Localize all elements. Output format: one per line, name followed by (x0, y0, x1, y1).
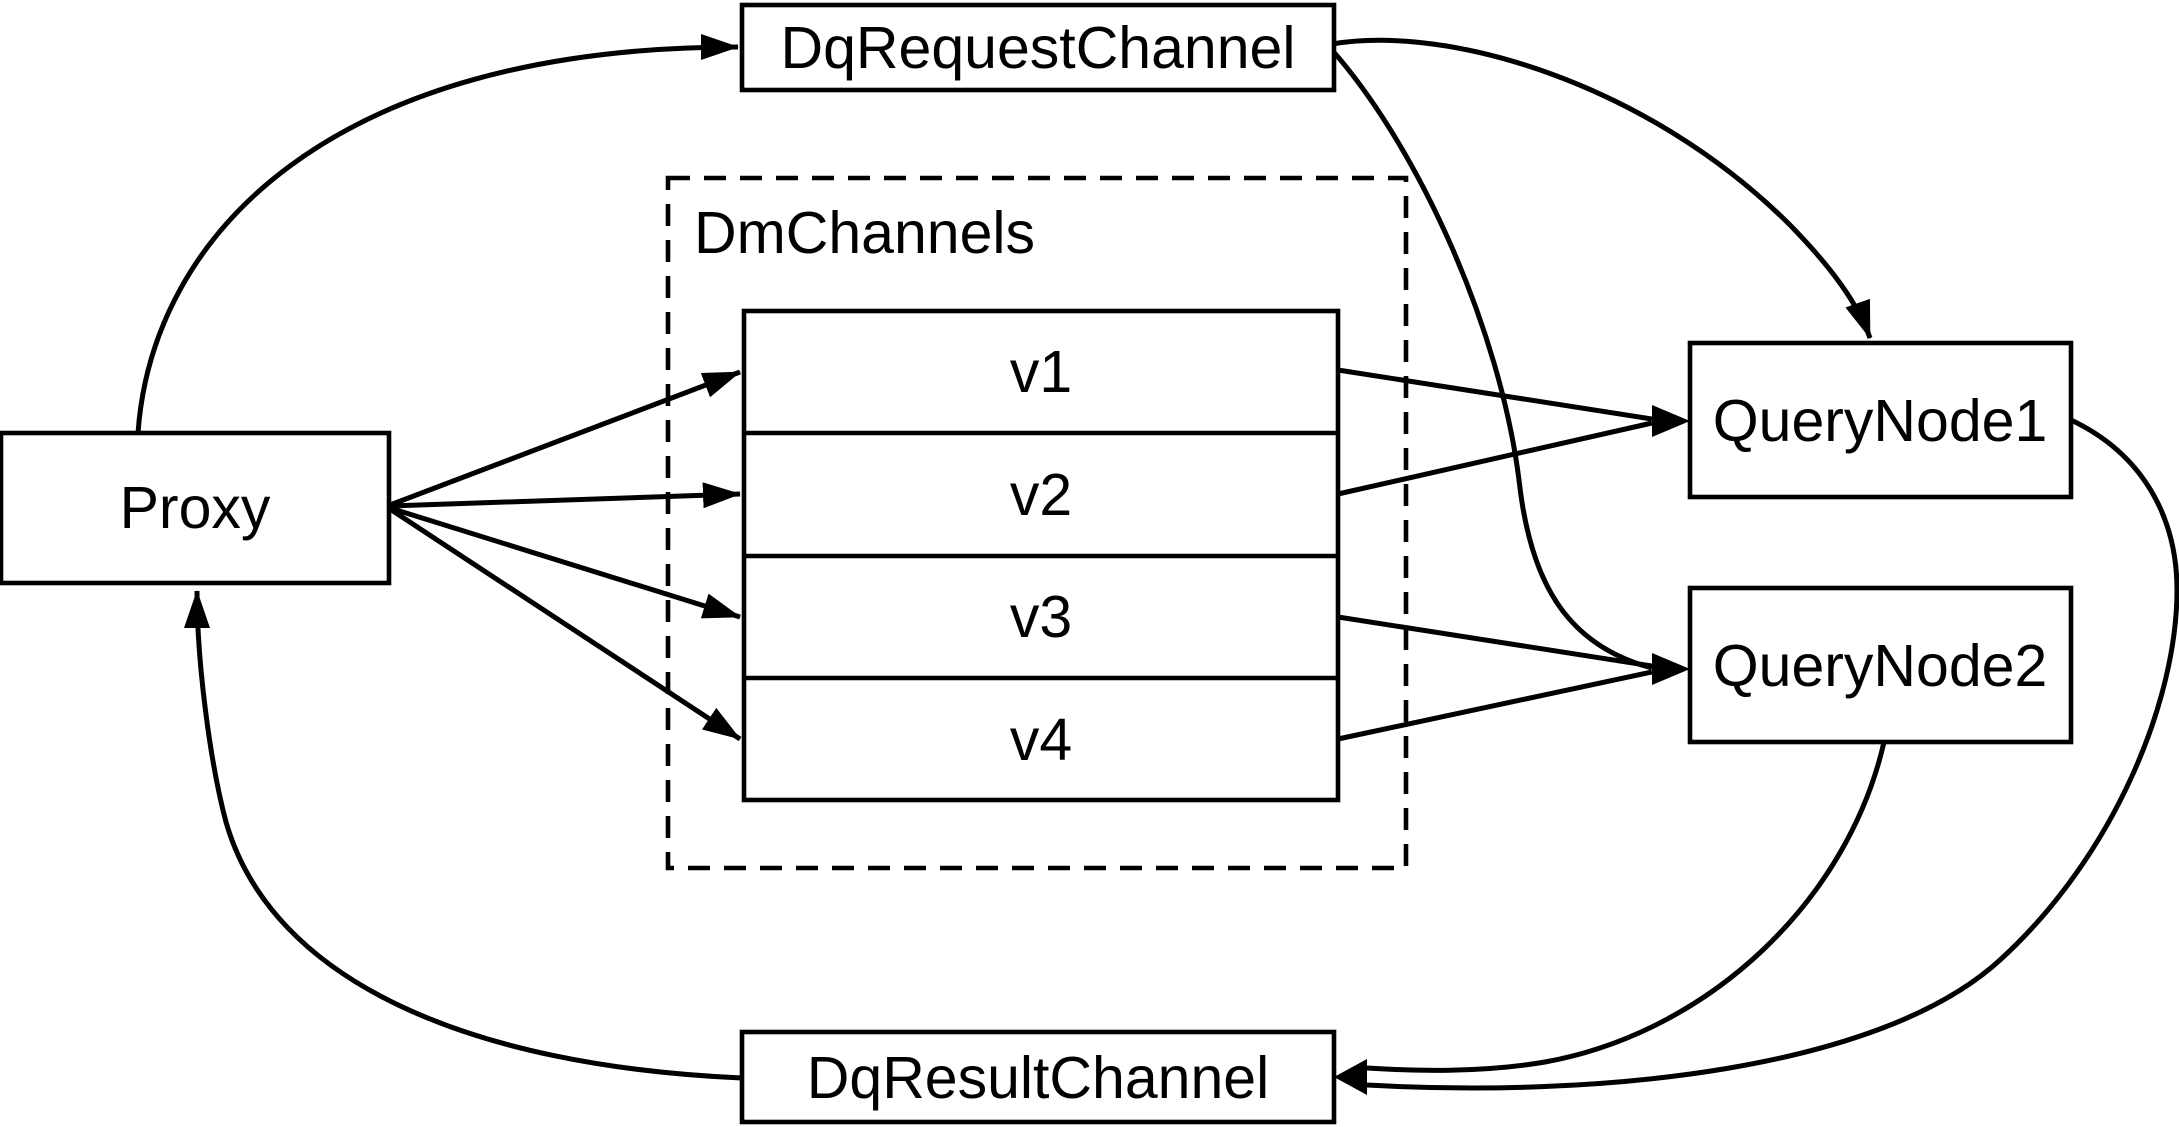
edge-v1-to-querynode1 (1337, 367, 1653, 422)
edge-querynode1-to-dqresultchannel (1366, 417, 2179, 1091)
dqresultchannel-label: DqResultChannel (807, 1045, 1269, 1111)
node-querynode1: QueryNode1 (1687, 340, 2074, 500)
arrowhead-dqresultchannel-right (1334, 1059, 1367, 1095)
edge-v3-to-querynode2 (1337, 614, 1653, 669)
dmchannels-label: DmChannels (694, 200, 1035, 266)
edge-v4-to-querynode2 (1337, 669, 1653, 742)
dmchannels-dashed-box (665, 175, 1409, 871)
edge-proxy-to-v4 (388, 506, 742, 742)
querynode2-label: QueryNode2 (1713, 633, 2048, 699)
channel-table: v1 v2 v3 v4 (741, 308, 1341, 803)
channel-row-v2: v2 (1010, 462, 1072, 528)
querynode1-label: QueryNode1 (1713, 388, 2048, 454)
arrowhead-querynode2-left (1652, 653, 1690, 685)
edge-proxy-to-v1 (389, 369, 741, 508)
proxy-box (0, 430, 392, 586)
querynode2-box (1687, 585, 2074, 745)
node-dqresultchannel: DqResultChannel (739, 1029, 1337, 1125)
dqrequestchannel-box (739, 2, 1337, 93)
node-dqrequestchannel: DqRequestChannel (739, 2, 1337, 93)
edge-dqresultchannel-to-proxy (184, 590, 743, 1081)
channel-row-v3: v3 (1010, 584, 1072, 650)
group-dmchannels: DmChannels v1 v2 v3 v4 (665, 175, 1409, 871)
channel-row-v1: v1 (1010, 339, 1072, 405)
dqrequestchannel-label: DqRequestChannel (781, 15, 1296, 81)
edge-dqrequestchannel-to-querynode1 (1331, 37, 1873, 339)
arrowhead-querynode1-left (1652, 405, 1690, 437)
edge-v2-to-querynode1 (1337, 420, 1653, 497)
edge-proxy-to-v2 (389, 482, 741, 509)
querynode1-box (1687, 340, 2074, 500)
node-proxy: Proxy (0, 430, 392, 586)
edges (135, 34, 2179, 1095)
edge-dqrequestchannel-to-querynode2 (1330, 48, 1653, 671)
dqresultchannel-box (739, 1029, 1337, 1125)
edge-querynode2-to-dqresultchannel (1366, 741, 1887, 1073)
edge-proxy-to-dqrequestchannel (135, 34, 739, 434)
node-querynode2: QueryNode2 (1687, 585, 2074, 745)
edge-proxy-to-v3 (389, 505, 741, 620)
proxy-label: Proxy (120, 475, 271, 541)
channel-row-v4: v4 (1010, 707, 1072, 773)
